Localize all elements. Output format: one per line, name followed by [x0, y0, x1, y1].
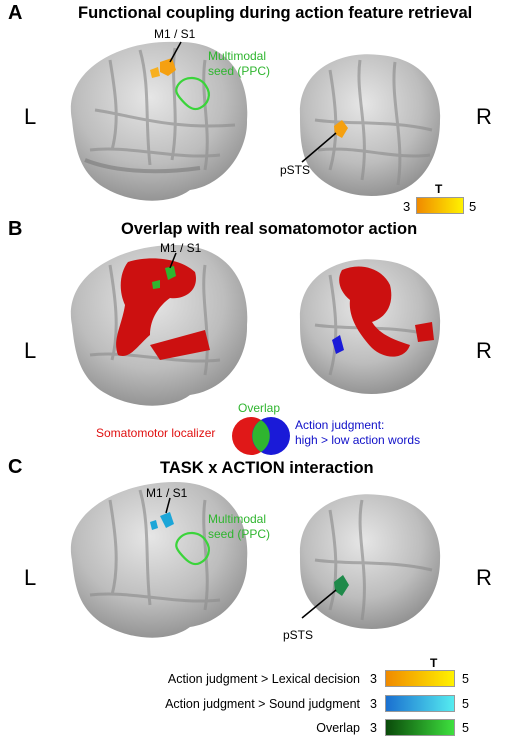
right-hemisphere-label-a: R	[476, 104, 492, 129]
legend-row-min-2: 3	[370, 697, 377, 711]
m1s1-label-c: M1 / S1	[146, 486, 188, 500]
seed-label-c-line1: Multimodal	[208, 512, 267, 526]
colorbar-orange-c	[385, 670, 455, 687]
legend-row-min-1: 3	[370, 672, 377, 686]
m1s1-pointer-b	[169, 252, 177, 269]
m1s1-pointer-a	[169, 41, 182, 63]
right-hemisphere-label-c: R	[476, 565, 492, 590]
psts-label-c: pSTS	[283, 628, 314, 642]
legend-row-max-3: 5	[462, 721, 469, 735]
somatomotor-red-right-2	[415, 322, 434, 342]
somatomotor-red-left	[116, 258, 196, 356]
motor-overlap-b	[152, 266, 176, 289]
motor-activation-a	[150, 58, 176, 78]
panel-b-title: Overlap with real somatomotor action	[121, 220, 418, 238]
colorbar-orange-a	[416, 197, 464, 214]
venn-diagram	[232, 417, 290, 455]
m1s1-label-a: M1 / S1	[154, 27, 196, 41]
seed-outline-a	[175, 76, 210, 111]
legend-row-label-3: Overlap	[316, 721, 360, 735]
right-hemisphere-label-b: R	[476, 338, 492, 363]
brain-b-left	[70, 245, 248, 406]
legend-row-label-2: Action judgment > Sound judgment	[165, 697, 360, 711]
panel-letter-c: C	[8, 456, 23, 478]
m1s1-label-b: M1 / S1	[160, 241, 202, 255]
seed-outline-c	[175, 531, 210, 566]
psts-pointer-a	[301, 132, 337, 163]
colorbar-max-a: 5	[469, 199, 477, 214]
seed-label-c-line2: seed (PPC)	[208, 527, 271, 541]
colorbar-cyan-c	[385, 695, 455, 712]
panel-letter-a: A	[8, 2, 23, 24]
venn-overlap-label: Overlap	[238, 401, 281, 415]
m1s1-pointer-c	[165, 497, 171, 514]
somatomotor-red-right	[339, 266, 410, 357]
somatomotor-red-left-lower	[150, 330, 210, 360]
colorbar-green-c	[385, 719, 455, 736]
psts-activation-a	[334, 120, 348, 138]
colorbar-min-a: 3	[403, 199, 411, 214]
psts-activation-c	[334, 575, 349, 596]
psts-label-a: pSTS	[280, 163, 311, 177]
legend-row-min-3: 3	[370, 721, 377, 735]
venn-overlap-region	[252, 420, 270, 452]
left-hemisphere-label-b: L	[24, 338, 37, 363]
seed-label-a-line1: Multimodal	[208, 49, 267, 63]
seed-label-a-line2: seed (PPC)	[208, 64, 271, 78]
brain-c-right	[299, 494, 441, 629]
panel-letter-b: B	[8, 218, 23, 240]
motor-activation-c	[150, 512, 174, 530]
legend-row-label-1: Action judgment > Lexical decision	[167, 672, 360, 686]
venn-action-label-line1: Action judgment:	[295, 418, 385, 432]
panel-a-title: Functional coupling during action featur…	[78, 4, 473, 22]
left-hemisphere-label-c: L	[24, 565, 37, 590]
panel-c-title: TASK x ACTION interaction	[160, 459, 374, 477]
venn-somatomotor-label: Somatomotor localizer	[96, 426, 216, 440]
legend-row-max-2: 5	[462, 697, 469, 711]
legend-title-c: T	[430, 656, 438, 670]
brain-a-right	[299, 54, 441, 196]
colorbar-title-a: T	[435, 182, 443, 196]
left-hemisphere-label-a: L	[24, 104, 37, 129]
action-blue-right	[332, 335, 344, 354]
brain-c-left	[70, 482, 248, 638]
legend-row-max-1: 5	[462, 672, 469, 686]
venn-action-label-line2: high > low action words	[295, 433, 421, 447]
psts-pointer-c	[301, 589, 337, 619]
